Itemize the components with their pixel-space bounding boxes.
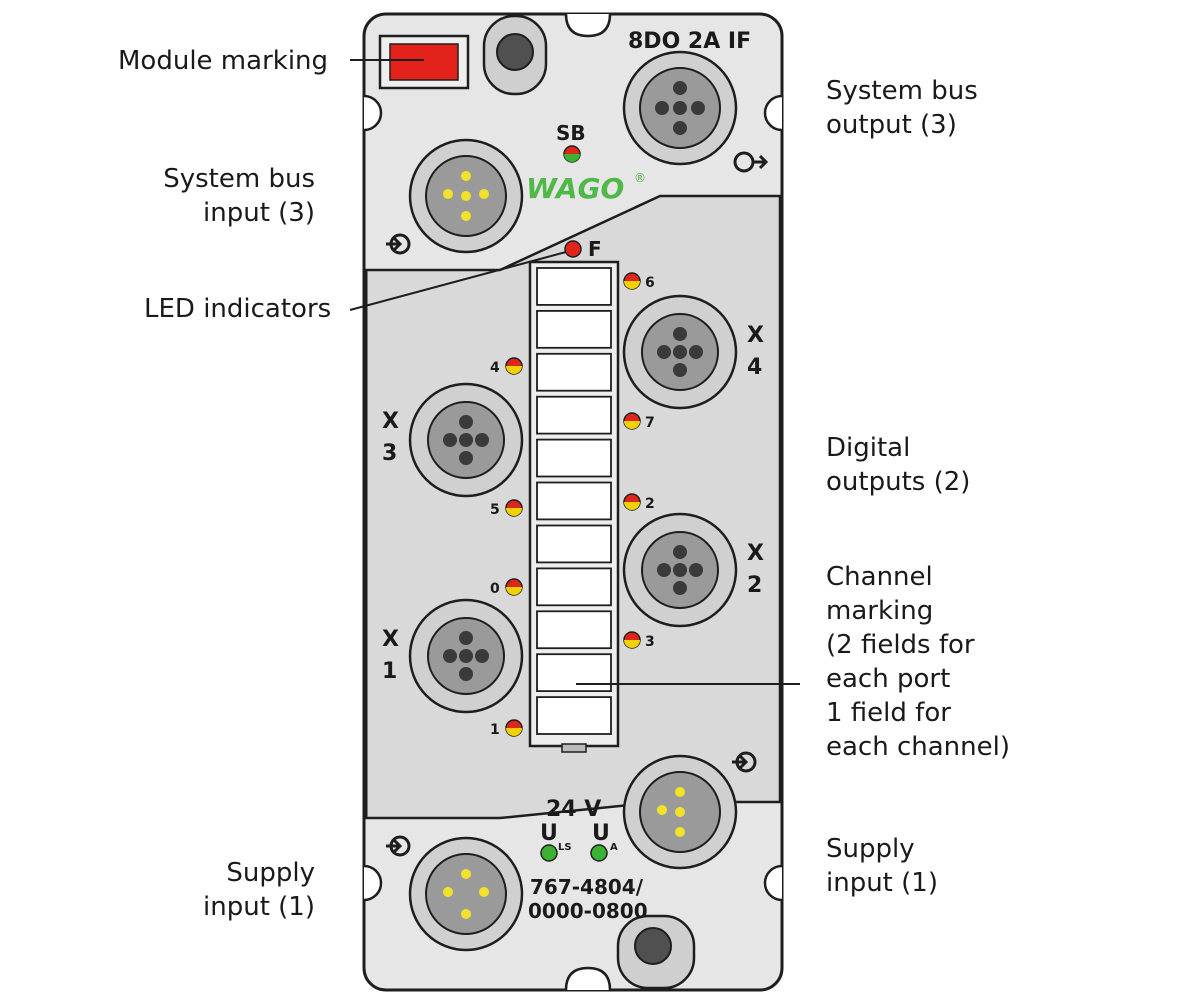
led-6 [623,272,641,290]
led-1-number: 1 [490,722,500,738]
channel-marking-field [536,395,612,435]
led-0-number: 0 [490,581,500,597]
leader-lines [349,59,800,685]
callout-digital-outputs-line1: Digital [826,433,911,463]
port-x1-number: 1 [382,659,397,684]
channel-marking-strip [528,260,620,753]
callout-system-bus-input-line1: System bus [163,164,315,194]
led-5-number: 5 [490,502,500,518]
u-a-subscript: A [610,842,618,853]
connector-x2 [622,512,738,628]
supply-in-arrow-icon-left [386,835,411,857]
callout-digital-outputs-line2: outputs (2) [826,467,971,497]
callout-channel-marking-line6: each channel) [826,732,1010,762]
channel-marking-field [536,653,612,693]
channel-marking-field [536,481,612,521]
callout-supply-input-right: Supply input (1) [826,832,938,900]
callout-channel-marking-line3: (2 fields for [826,630,975,660]
callout-supply-input-left-line2: input (1) [203,892,315,922]
channel-marking-field [536,267,612,306]
channel-marking-field [536,438,612,478]
led-sb [563,145,581,163]
channel-marking-field [536,309,612,349]
led-0 [505,578,523,596]
channel-marking-field [536,524,612,564]
callout-module-marking-text: Module marking [118,46,329,76]
port-x4-number: 4 [747,355,762,380]
part-number-line2: 0000-0800 [528,899,648,923]
channel-marking-field [536,567,612,607]
voltage-label: 24 V [546,797,601,822]
led-f [564,240,582,258]
wago-logo: WAGO [526,172,624,205]
led-4-number: 4 [490,360,500,376]
led-2-number: 2 [645,496,655,512]
led-3-number: 3 [645,634,655,650]
callout-system-bus-input-line2: input (3) [203,198,315,228]
callout-system-bus-output: System bus output (3) [826,74,978,142]
led-u-a [590,844,608,862]
channel-marking-field [536,696,612,735]
callout-channel-marking: Channel marking (2 fields for each port … [826,560,1010,764]
callout-system-bus-output-line2: output (3) [826,110,957,140]
callout-channel-marking-line5: 1 field for [826,698,951,728]
led-6-number: 6 [645,275,655,291]
led-5 [505,499,523,517]
port-x3-number: 3 [382,441,397,466]
callout-channel-marking-line4: each port [826,664,951,694]
led-2 [623,493,641,511]
callout-supply-input-right-line1: Supply [826,834,915,864]
connector-system-bus-output [622,50,738,166]
port-x4-letter: X [747,323,764,348]
led-7-number: 7 [645,415,655,431]
callout-digital-outputs: Digital outputs (2) [826,431,970,499]
connector-system-bus-input [408,138,524,254]
led-3 [623,631,641,649]
connector-supply-input-left [408,836,524,952]
u-ls-subscript: LS [558,842,572,853]
callout-system-bus-output-line1: System bus [826,76,978,106]
callout-led-indicators-text: LED indicators [144,294,332,324]
f-label: F [588,237,602,261]
connector-x1 [408,598,524,714]
callout-supply-input-left: Supply input (1) [203,856,315,924]
led-7 [623,412,641,430]
part-number-line1: 767-4804/ [530,875,644,899]
port-x3-letter: X [382,409,399,434]
port-x1-letter: X [382,627,399,652]
u-ls-label: U [540,821,558,846]
u-a-label: U [592,821,610,846]
callout-led-indicators: LED indicators [144,292,331,326]
wago-registered-mark: ® [634,171,646,185]
port-x2-letter: X [747,541,764,566]
bus-in-arrow-icon [386,233,411,255]
callout-channel-marking-line1: Channel [826,562,933,592]
channel-marking-field [536,610,612,650]
led-u-ls [540,844,558,862]
supply-in-arrow-icon-right [732,751,757,773]
channel-marking-field [536,352,612,392]
bus-out-arrow-icon [733,151,769,173]
sb-label: SB [556,121,586,145]
led-4 [505,357,523,375]
callout-system-bus-input: System bus input (3) [163,162,315,230]
port-x2-number: 2 [747,573,762,598]
callout-channel-marking-line2: marking [826,596,934,626]
channel-leds [505,272,641,737]
callout-supply-input-right-line2: input (1) [826,868,938,898]
model-label: 8DO 2A IF [628,29,751,54]
led-1 [505,719,523,737]
module-marking-label [378,34,470,90]
callout-module-marking: Module marking [118,44,328,78]
connector-supply-input-right [622,754,738,870]
leader-led-indicators [349,251,567,311]
callout-supply-input-left-line1: Supply [226,858,315,888]
connector-x4 [622,294,738,410]
connector-x3 [408,382,524,498]
